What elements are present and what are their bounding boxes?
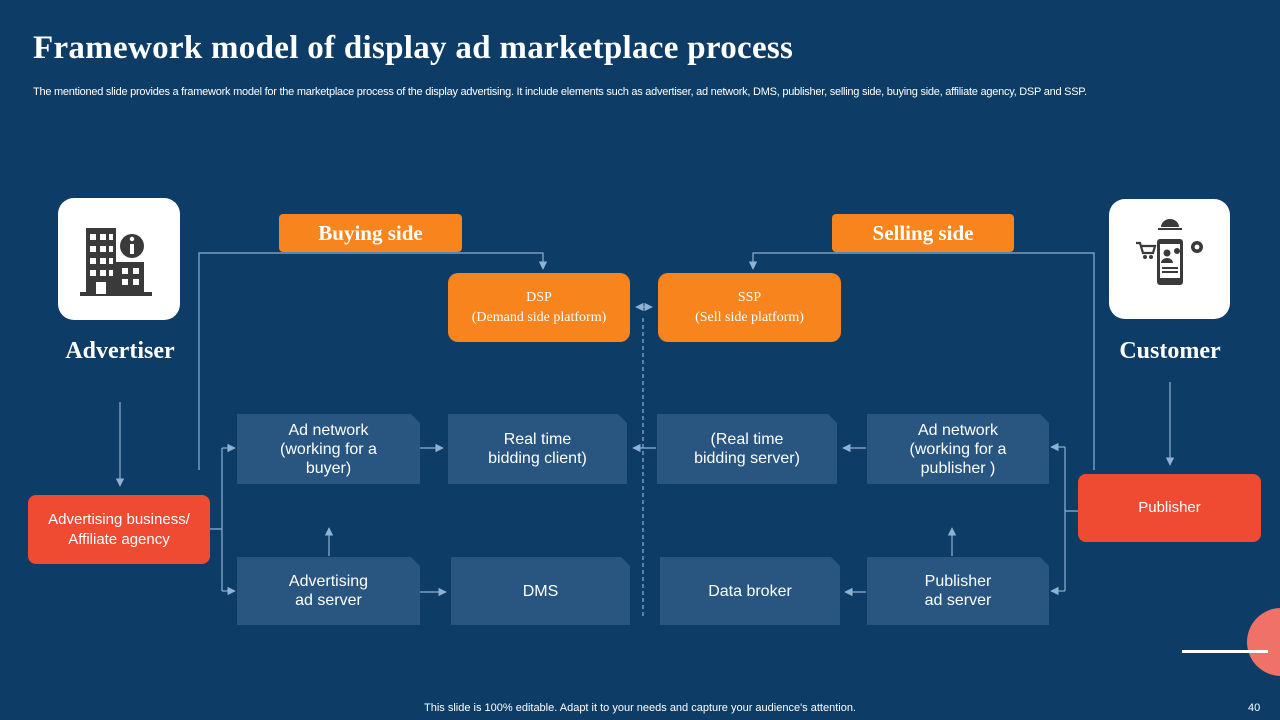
buying-side-label: Buying side: [279, 214, 462, 252]
dms-text: DMS: [522, 582, 559, 600]
ad-network-buyer-node: Ad network (working for a buyer): [237, 414, 420, 484]
customer-icon-tile: [1109, 199, 1230, 319]
affiliate-agency-box: Advertising business/ Affiliate agency: [28, 495, 210, 564]
building-info-icon: [80, 228, 152, 296]
ad-network-publisher-text: Ad network (working for a publisher ): [909, 421, 1007, 477]
rtb-server-text: (Real time bidding server): [694, 431, 800, 467]
customer-label: Customer: [1119, 338, 1221, 364]
decorative-line: [1182, 650, 1268, 653]
dsp-name: DSP: [526, 289, 552, 305]
ad-network-publisher-node: Ad network (working for a publisher ): [867, 414, 1049, 484]
affiliate-agency-text: Advertising business/ Affiliate agency: [48, 510, 190, 548]
data-broker-text: Data broker: [708, 582, 792, 600]
advertiser-label: Advertiser: [65, 338, 175, 364]
rtb-server-node: (Real time bidding server): [657, 414, 837, 484]
connector-advertiser-to-dsp: [198, 252, 548, 470]
rtb-client-text: Real time bidding client): [488, 431, 587, 467]
ssp-box: SSP (Sell side platform): [658, 273, 841, 342]
dms-node: DMS: [451, 557, 630, 625]
slide-footer: This slide is 100% editable. Adapt it to…: [424, 702, 856, 714]
publisher-box: Publisher: [1078, 474, 1261, 542]
publisher-ad-server-text: Publisher ad server: [924, 573, 992, 609]
dsp-box: DSP (Demand side platform): [448, 273, 630, 342]
publisher-text: Publisher: [1138, 499, 1201, 516]
selling-side-label: Selling side: [832, 214, 1014, 252]
dsp-full-name: (Demand side platform): [471, 309, 607, 325]
slide-title: Framework model of display ad marketplac…: [33, 30, 794, 66]
data-broker-node: Data broker: [660, 557, 840, 625]
ad-network-buyer-text: Ad network (working for a buyer): [280, 421, 377, 477]
rtb-client-node: Real time bidding client): [448, 414, 627, 484]
advertiser-icon-tile: [58, 198, 180, 320]
ssp-name: SSP: [737, 289, 762, 305]
mobile-shopping-icon: [1135, 219, 1203, 285]
connector-publisher-branch: [1064, 447, 1078, 591]
connector-publisher-to-ssp: [748, 252, 1095, 470]
advertising-ad-server-node: Advertising ad server: [237, 557, 420, 625]
publisher-ad-server-node: Publisher ad server: [867, 557, 1049, 625]
advertising-ad-server-text: Advertising ad server: [288, 573, 369, 609]
slide-subtitle: The mentioned slide provides a framework…: [33, 86, 1087, 98]
connector-affiliate-branch: [210, 448, 223, 591]
page-number: 40: [1248, 702, 1261, 714]
ssp-full-name: (Sell side platform): [695, 309, 804, 325]
